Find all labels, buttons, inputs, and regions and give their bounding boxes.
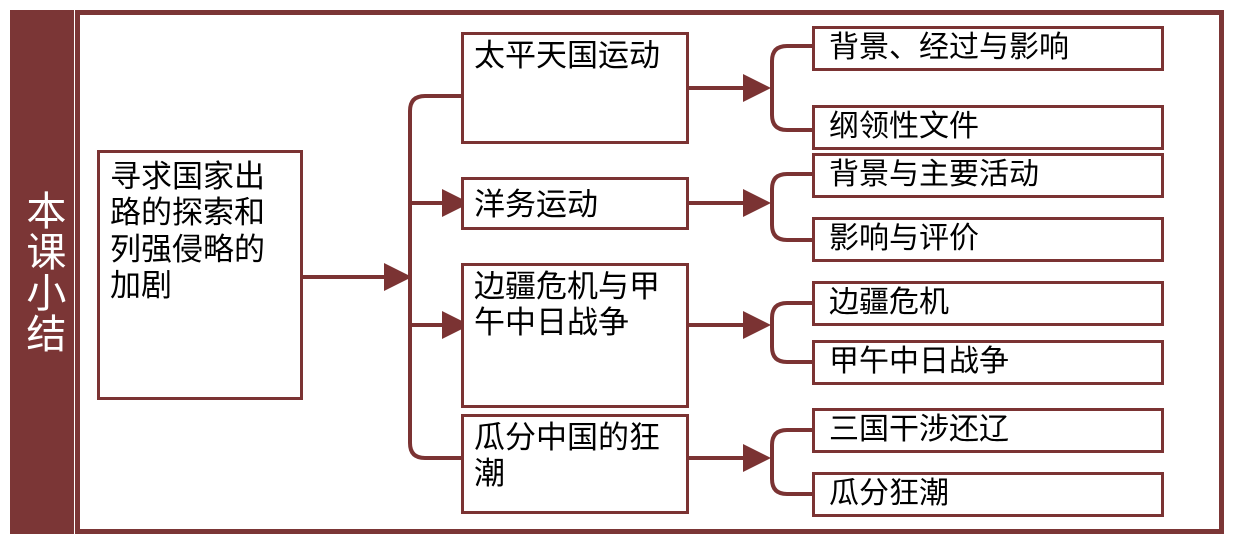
node-root[interactable]: 寻求国家出路的探索和列强侵略的加剧 (97, 150, 303, 400)
node-leaf-2-2-label: 影响与评价 (829, 221, 979, 257)
node-branch-2[interactable]: 洋务运动 (461, 177, 689, 230)
lesson-summary-label: 本课小结 (19, 190, 66, 354)
node-leaf-1-1-label: 背景、经过与影响 (829, 30, 1069, 66)
node-leaf-4-1[interactable]: 三国干涉还辽 (812, 408, 1164, 453)
node-leaf-4-2-label: 瓜分狂潮 (829, 476, 949, 512)
node-branch-3-label: 边疆危机与甲午中日战争 (474, 269, 660, 341)
node-branch-4[interactable]: 瓜分中国的狂潮 (461, 414, 689, 514)
node-branch-1[interactable]: 太平天国运动 (461, 32, 689, 144)
node-branch-1-label: 太平天国运动 (474, 38, 660, 74)
node-leaf-2-2[interactable]: 影响与评价 (812, 217, 1164, 262)
lesson-summary-band (10, 10, 74, 534)
node-leaf-2-1-label: 背景与主要活动 (829, 157, 1039, 193)
node-leaf-3-2-label: 甲午中日战争 (829, 344, 1009, 380)
node-root-label: 寻求国家出路的探索和列强侵略的加剧 (110, 159, 265, 304)
node-branch-4-label: 瓜分中国的狂潮 (474, 420, 660, 492)
node-leaf-1-2[interactable]: 纲领性文件 (812, 105, 1164, 150)
node-leaf-4-1-label: 三国干涉还辽 (829, 412, 1009, 448)
node-branch-3[interactable]: 边疆危机与甲午中日战争 (461, 263, 689, 408)
node-leaf-1-1[interactable]: 背景、经过与影响 (812, 26, 1164, 71)
node-leaf-1-2-label: 纲领性文件 (829, 109, 979, 145)
node-leaf-3-2[interactable]: 甲午中日战争 (812, 340, 1164, 385)
node-leaf-4-2[interactable]: 瓜分狂潮 (812, 472, 1164, 517)
node-leaf-3-1[interactable]: 边疆危机 (812, 281, 1164, 326)
node-branch-2-label: 洋务运动 (474, 186, 598, 223)
node-leaf-3-1-label: 边疆危机 (829, 285, 949, 321)
node-leaf-2-1[interactable]: 背景与主要活动 (812, 153, 1164, 198)
